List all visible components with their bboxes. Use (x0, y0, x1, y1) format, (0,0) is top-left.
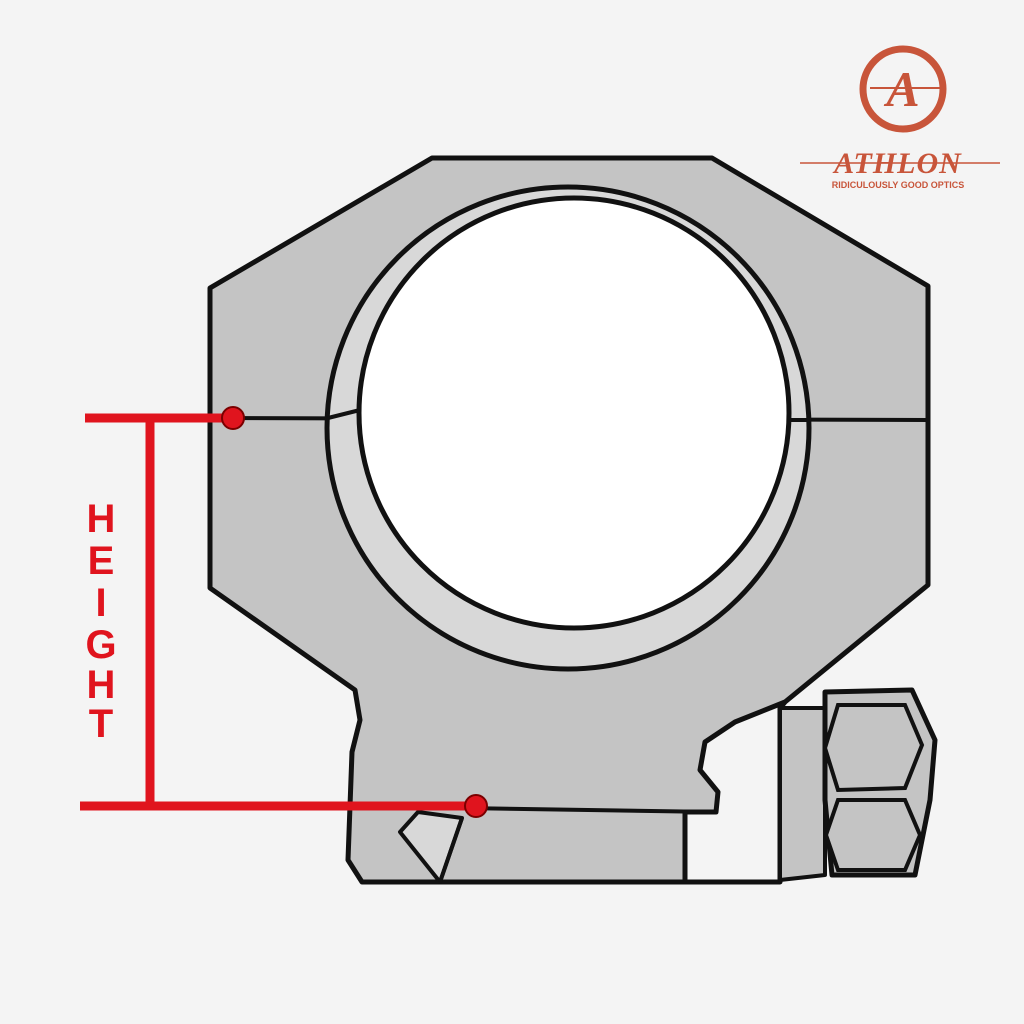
base-edge (461, 806, 717, 814)
logo-tagline: RIDICULOUSLY GOOD OPTICS (832, 180, 965, 190)
bottom-reference-dot (464, 794, 488, 818)
scope-bore (356, 195, 792, 631)
height-label: H E I G H T (85, 497, 116, 746)
height-letter: E (88, 539, 115, 583)
clamp-bar (778, 706, 827, 882)
height-letter: H (87, 663, 116, 707)
height-letter: H (87, 497, 116, 541)
nut-face-top (822, 703, 925, 793)
athlon-logo: A ATHLON RIDICULOUSLY GOOD OPTICS (800, 45, 1000, 190)
top-reference-dot (221, 406, 245, 430)
rail-gap (438, 812, 687, 883)
height-letter: G (85, 623, 116, 667)
height-letter: I (95, 581, 106, 625)
height-measurement (80, 413, 476, 811)
nut-face-bottom (823, 798, 923, 872)
height-letter: T (89, 702, 113, 746)
